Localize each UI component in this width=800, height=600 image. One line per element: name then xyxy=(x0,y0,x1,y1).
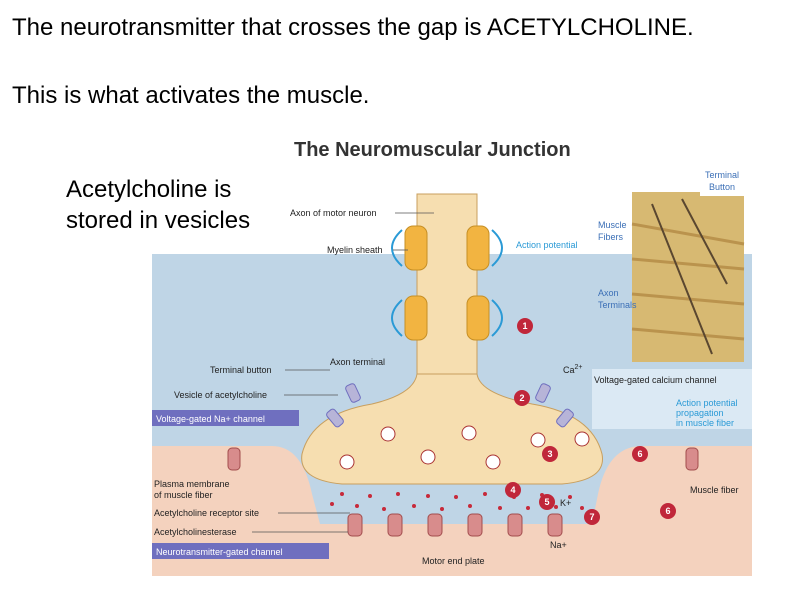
vg-na-channel-box xyxy=(152,410,299,426)
nt-gated-channel xyxy=(427,513,443,537)
vesicle-note-line-1: Acetylcholine is xyxy=(66,176,232,203)
neuromuscular-junction-diagram: Terminal Button Muscle Fibers Axon Termi… xyxy=(152,166,752,576)
step-number: 3 xyxy=(547,449,552,459)
terminal-button-label-bg xyxy=(700,166,748,196)
step-number: 1 xyxy=(522,321,527,331)
muscle-fiber-label: Muscle fiber xyxy=(690,485,739,495)
muscle-fibers-label-1: Muscle xyxy=(598,220,627,230)
plasma-membrane-label-1: Plasma membrane xyxy=(154,479,230,489)
nt-gated-channel xyxy=(467,513,483,537)
k-plus-label: K+ xyxy=(560,498,571,508)
vg-na-channel-label: Voltage-gated Na+ channel xyxy=(156,414,265,424)
nt-gated-channel-label: Neurotransmitter-gated channel xyxy=(156,547,283,557)
na-channel-left xyxy=(227,447,241,471)
calcium-channels xyxy=(326,383,574,428)
vesicle-note: Acetylcholine is stored in vesicles xyxy=(66,174,259,236)
myelin-segment-left-2 xyxy=(404,295,428,341)
step-markers xyxy=(505,318,676,525)
axon-terminal-bulb xyxy=(301,373,603,485)
vesicles xyxy=(339,425,590,470)
axon-terminals-label-2: Terminals xyxy=(598,300,637,310)
vesicle-acetylcholine-label: Vesicle of acetylcholine xyxy=(174,390,267,400)
calcium-label: Ca2+ xyxy=(563,364,583,375)
vesicle xyxy=(420,449,436,465)
vesicle xyxy=(380,426,396,442)
myelin-segment-right-1 xyxy=(466,225,490,271)
receptor-channels xyxy=(227,447,699,537)
action-potential-label: Action potential xyxy=(516,240,578,250)
slide-text-line-2: This is what activates the muscle. xyxy=(12,82,370,109)
acetylcholine-molecules xyxy=(330,492,584,511)
step-number: 6 xyxy=(665,506,670,516)
vesicle xyxy=(339,454,355,470)
step-number: 2 xyxy=(519,393,524,403)
step-number: 6 xyxy=(637,449,642,459)
motor-end-plate-label: Motor end plate xyxy=(422,556,485,566)
na-channel-right xyxy=(685,447,699,471)
vesicle xyxy=(530,432,546,448)
ap-propagation-label-1: Action potential xyxy=(676,398,738,408)
nt-gated-channel xyxy=(387,513,403,537)
axon-terminal-label: Axon terminal xyxy=(330,357,385,367)
terminal-button-label: Terminal button xyxy=(210,365,272,375)
muscle-fibers-label-2: Fibers xyxy=(598,232,624,242)
myelin-sheath-label: Myelin sheath xyxy=(327,245,383,255)
axon-terminals-label-1: Axon xyxy=(598,288,619,298)
vesicle xyxy=(574,431,590,447)
vesicle xyxy=(461,425,477,441)
nt-gated-channel xyxy=(347,513,363,537)
action-potential-arc-right xyxy=(491,229,503,267)
nt-gated-channel xyxy=(547,513,563,537)
slide-text-line-1: The neurotransmitter that crosses the ga… xyxy=(12,14,694,41)
myelin-segment-left-1 xyxy=(404,225,428,271)
ap-prop-panel xyxy=(592,369,752,429)
micrograph-inset xyxy=(631,192,745,362)
nt-gated-channel xyxy=(507,513,523,537)
acetylcholinesterase-label: Acetylcholinesterase xyxy=(154,527,237,537)
ap-propagation-label-3: in muscle fiber xyxy=(676,418,734,428)
na-plus-label: Na+ xyxy=(550,540,567,550)
vesicle-note-line-2: stored in vesicles xyxy=(66,207,251,234)
ach-receptor-site-label: Acetylcholine receptor site xyxy=(154,508,259,518)
terminal-button-label-bottom: Button xyxy=(709,182,735,192)
diagram-title: The Neuromuscular Junction xyxy=(294,139,571,161)
axon-motor-neuron-label: Axon of motor neuron xyxy=(290,208,377,218)
action-potential-arc-left xyxy=(391,229,403,267)
step-number: 4 xyxy=(510,485,515,495)
vesicle xyxy=(485,454,501,470)
action-potential-arc-left-2 xyxy=(391,299,403,337)
step-number: 5 xyxy=(544,497,549,507)
axon-shaft xyxy=(416,193,478,385)
step-number: 7 xyxy=(589,512,594,522)
action-potential-arc-right-2 xyxy=(491,299,503,337)
ap-propagation-label-2: propagation xyxy=(676,408,724,418)
vg-calcium-channel-label: Voltage-gated calcium channel xyxy=(594,375,717,385)
terminal-button-label-top: Terminal xyxy=(705,170,739,180)
nt-gated-channel-box xyxy=(152,543,329,559)
myelin-segment-right-2 xyxy=(466,295,490,341)
plasma-membrane-label-2: of muscle fiber xyxy=(154,490,213,500)
